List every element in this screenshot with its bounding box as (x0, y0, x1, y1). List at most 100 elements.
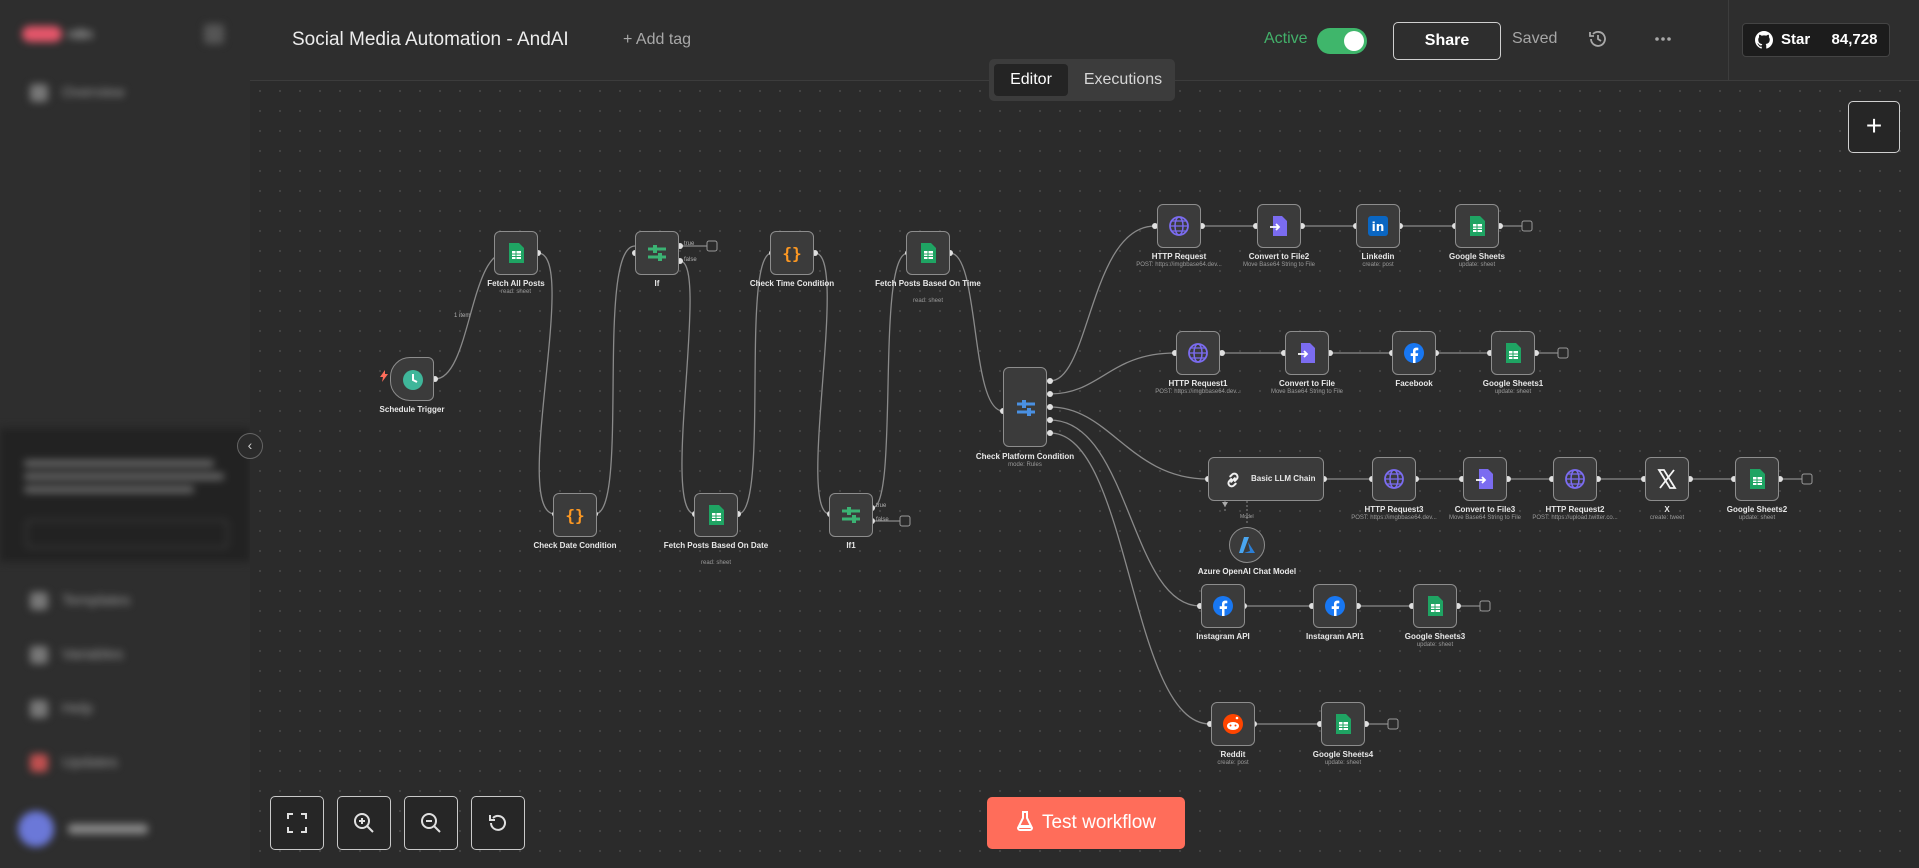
google-sheets-icon (1336, 714, 1351, 734)
node-google-sheets1[interactable] (1491, 331, 1535, 375)
node-convert-to-file2[interactable] (1257, 204, 1301, 248)
more-options-icon[interactable] (1653, 29, 1673, 49)
if1-false-label: false (876, 517, 889, 523)
node-sub-fetch-posts-date: read: sheet (700, 560, 732, 566)
node-schedule-trigger[interactable] (390, 357, 434, 401)
node-sub-http-request3: POST: https://imgbbase64.dev... (1351, 515, 1437, 521)
sidebar-item-overview[interactable]: Overview (30, 84, 125, 103)
linkedin-icon: in (1368, 216, 1388, 236)
sidebar-item-updates[interactable]: Updates (30, 754, 118, 773)
node-label-x: X (1664, 505, 1670, 514)
node-sub-google-sheets1: update: sheet (1494, 389, 1532, 395)
sidebar-toggle-icon[interactable] (204, 24, 224, 44)
node-label-fetch-all-posts: Fetch All Posts (487, 279, 545, 288)
code-braces-icon: {} (565, 506, 584, 525)
node-check-time-condition[interactable]: {} (770, 231, 814, 275)
convert-file-icon (1476, 469, 1493, 489)
google-sheets-icon (709, 505, 724, 525)
workflow-canvas[interactable]: Editor Executions + (250, 59, 1919, 868)
node-google-sheets4[interactable] (1321, 702, 1365, 746)
active-toggle[interactable] (1317, 28, 1367, 54)
node-fetch-posts-date[interactable] (694, 493, 738, 537)
reset-zoom-button[interactable] (471, 796, 525, 850)
node-if[interactable] (635, 231, 679, 275)
globe-icon (1169, 216, 1189, 236)
google-sheets-icon (1506, 343, 1521, 363)
toggle-knob (1344, 31, 1364, 51)
node-label-schedule-trigger: Schedule Trigger (379, 405, 445, 414)
add-node-button[interactable]: + (1848, 101, 1900, 153)
node-x[interactable] (1645, 457, 1689, 501)
sidebar-item-variables[interactable]: Variables (30, 646, 123, 665)
node-label-basic-llm-chain: Basic LLM Chain (1251, 474, 1316, 483)
add-tag-link[interactable]: + Add tag (623, 31, 692, 48)
node-check-platform-condition[interactable] (1003, 367, 1047, 447)
node-if1[interactable] (829, 493, 873, 537)
node-linkedin[interactable]: in (1356, 204, 1400, 248)
google-sheets-icon (509, 243, 524, 263)
collapse-sidebar-chevron-icon[interactable]: ‹ (237, 433, 263, 459)
node-sub-convert-file: Move Base64 String to File (1270, 389, 1344, 395)
node-label-http-request1: HTTP Request1 (1168, 379, 1228, 388)
share-button[interactable]: Share (1393, 22, 1501, 60)
node-label-google-sheets3: Google Sheets3 (1404, 632, 1466, 641)
node-label-http-request3: HTTP Request3 (1364, 505, 1424, 514)
node-convert-to-file3[interactable] (1463, 457, 1507, 501)
if-branch-icon (842, 507, 860, 523)
convert-file-icon (1298, 343, 1315, 363)
node-google-sheets3[interactable] (1413, 584, 1457, 628)
zoom-out-button[interactable] (404, 796, 458, 850)
tab-executions[interactable]: Executions (1083, 71, 1163, 88)
node-azure-openai[interactable] (1229, 527, 1265, 563)
zoom-out-icon (421, 813, 441, 833)
node-reddit[interactable] (1211, 702, 1255, 746)
tab-editor[interactable]: Editor (994, 64, 1068, 96)
github-star-button[interactable]: Star (1742, 23, 1822, 57)
node-http-request1[interactable] (1176, 331, 1220, 375)
app-logo: n8n (22, 26, 112, 44)
node-label-http-request2: HTTP Request2 (1545, 505, 1605, 514)
test-workflow-button[interactable]: Test workflow (987, 797, 1185, 849)
clock-icon (403, 370, 423, 390)
node-facebook[interactable] (1392, 331, 1436, 375)
github-star-count[interactable]: 84,728 (1820, 23, 1890, 57)
svg-text:{}: {} (565, 506, 584, 525)
node-label-instagram-api: Instagram API (1196, 632, 1250, 641)
node-fetch-all-posts[interactable] (494, 231, 538, 275)
node-google-sheets[interactable] (1455, 204, 1499, 248)
node-http-request[interactable] (1157, 204, 1201, 248)
workflow-title[interactable]: Social Media Automation - AndAI (292, 29, 569, 50)
node-label-if: If (654, 279, 660, 288)
fit-to-screen-icon (287, 813, 307, 833)
history-icon[interactable] (1588, 29, 1608, 49)
edge-item-count: 1 item (454, 313, 471, 319)
sidebar-item-help[interactable]: Help (30, 700, 93, 719)
link-chain-icon (1227, 472, 1239, 488)
node-label-convert-file3: Convert to File3 (1454, 505, 1516, 514)
header-divider (1728, 0, 1729, 80)
node-http-request2[interactable] (1553, 457, 1597, 501)
node-label-check-date-condition: Check Date Condition (533, 541, 617, 550)
google-sheets-icon (921, 243, 936, 263)
node-http-request3[interactable] (1372, 457, 1416, 501)
sidebar-item-templates[interactable]: Templates (30, 592, 130, 611)
node-sub-google-sheets2: update: sheet (1738, 515, 1776, 521)
zoom-in-button[interactable] (337, 796, 391, 850)
facebook-icon (1213, 596, 1233, 616)
node-label-instagram-api1: Instagram API1 (1306, 632, 1364, 641)
node-instagram-api[interactable] (1201, 584, 1245, 628)
node-convert-to-file[interactable] (1285, 331, 1329, 375)
node-label-if1: If1 (846, 541, 856, 550)
node-google-sheets2[interactable] (1735, 457, 1779, 501)
saved-status: Saved (1512, 30, 1558, 47)
model-connector-label: Model (1240, 514, 1254, 520)
node-sub-http-request1: POST: https://imgbbase64.dev... (1155, 389, 1241, 395)
node-basic-llm-chain[interactable]: Basic LLM Chain (1208, 457, 1324, 501)
if1-true-label: true (876, 503, 887, 509)
node-check-date-condition[interactable]: {} (553, 493, 597, 537)
node-instagram-api1[interactable] (1313, 584, 1357, 628)
node-fetch-posts-time[interactable] (906, 231, 950, 275)
user-menu[interactable] (18, 811, 148, 847)
node-label-convert-file: Convert to File (1278, 379, 1335, 388)
fit-view-button[interactable] (270, 796, 324, 850)
